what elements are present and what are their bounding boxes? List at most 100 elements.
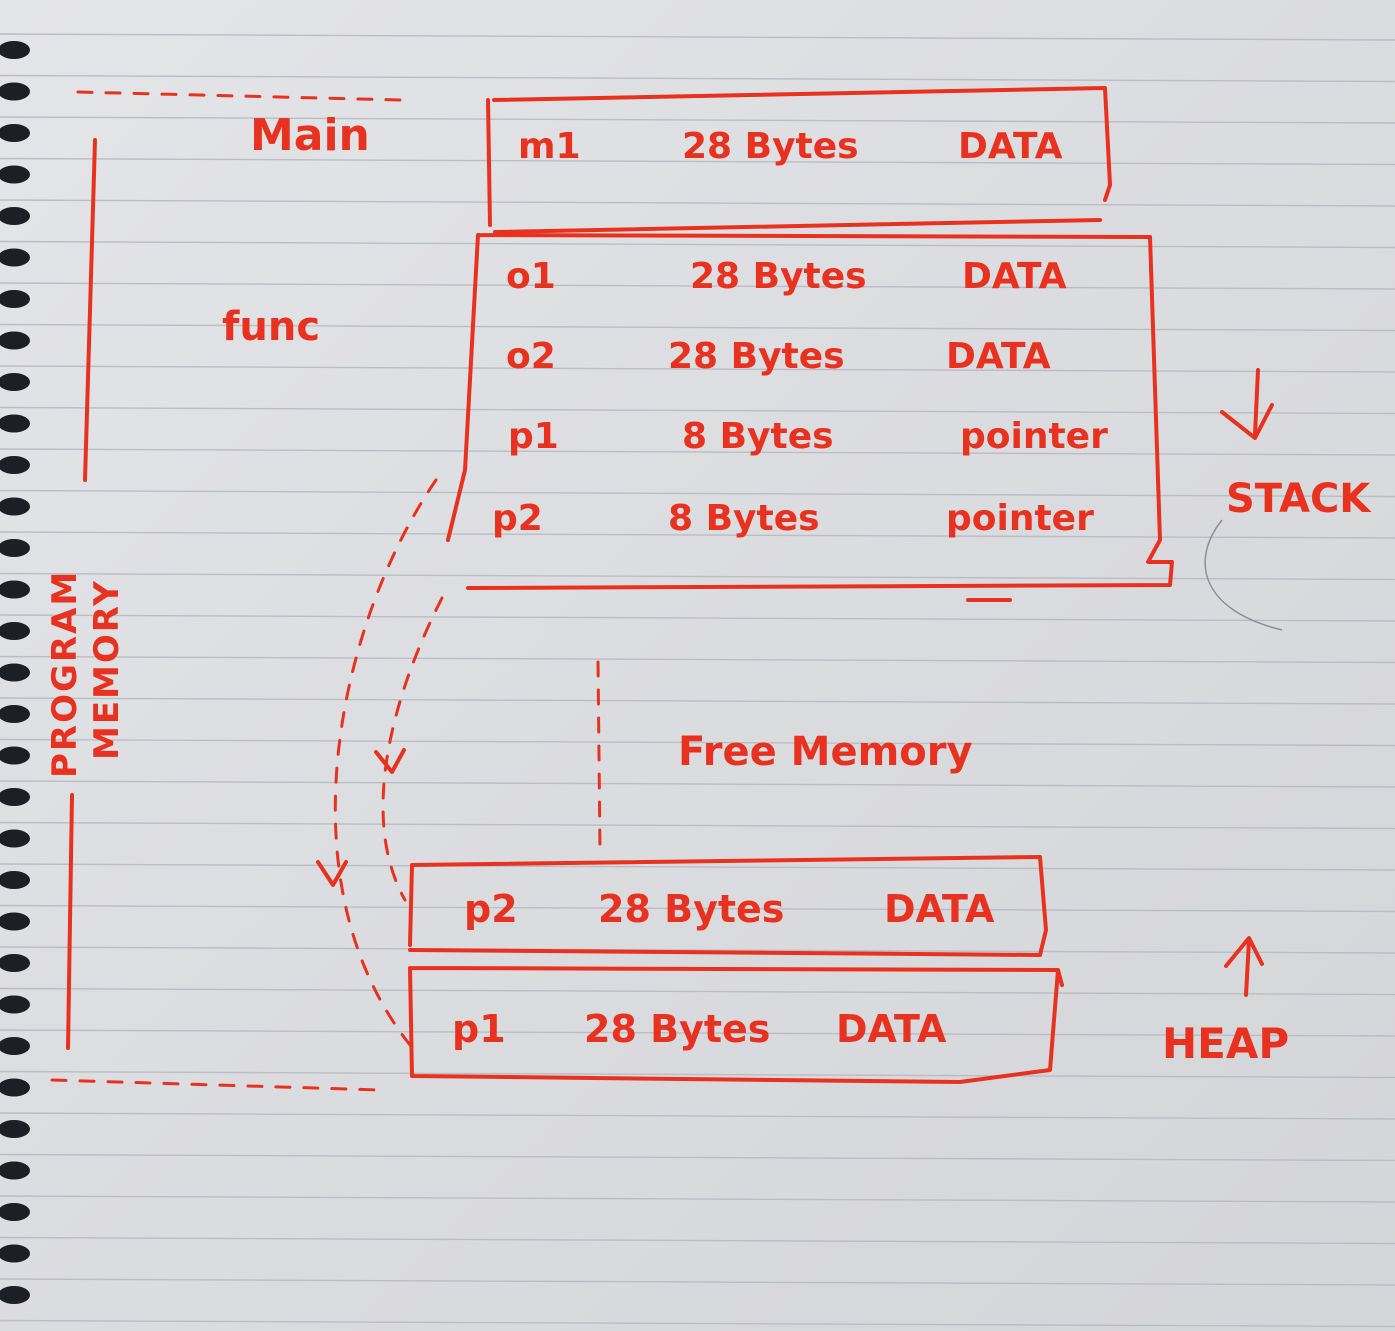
func-frame-row-size: 28 Bytes <box>668 336 845 377</box>
heap-block-row-size: 28 Bytes <box>584 1007 770 1051</box>
ruled-line <box>0 33 1395 41</box>
func-frame-row-name: p1 <box>508 416 559 457</box>
ruled-line <box>0 199 1395 207</box>
ruled-line <box>0 282 1395 290</box>
ruled-line <box>0 987 1395 996</box>
binding-ring <box>0 1161 30 1180</box>
stack-label: STACK <box>1226 476 1372 522</box>
ruled-line <box>0 946 1395 954</box>
heap-arrow-icon <box>1224 936 1264 997</box>
func-label: func <box>222 304 320 350</box>
ruled-line <box>0 323 1395 332</box>
ruled-line <box>0 1070 1395 1079</box>
binding-ring <box>0 82 30 101</box>
func-frame-row-name: o2 <box>506 336 556 377</box>
ruled-line <box>0 821 1395 830</box>
binding-ring <box>0 1037 30 1055</box>
main-frame-box <box>486 86 1112 234</box>
heap-block-row-name: p2 <box>464 887 518 931</box>
program-memory-bracket <box>50 90 402 1092</box>
binding-ring <box>0 1203 30 1221</box>
ruled-line <box>0 1112 1395 1120</box>
main-frame-row-type: DATA <box>958 126 1063 167</box>
func-frame-row-size: 8 Bytes <box>668 498 820 539</box>
ruled-line <box>0 74 1395 83</box>
binding-ring <box>0 1120 30 1138</box>
ruled-line <box>0 240 1395 249</box>
binding-ring <box>0 622 30 640</box>
binding-ring <box>0 829 30 848</box>
binding-ring <box>0 331 30 350</box>
binding-ring <box>0 663 30 682</box>
binding-ring <box>0 539 30 557</box>
func-frame-row-name: o1 <box>506 256 556 297</box>
heap-label: HEAP <box>1162 1019 1289 1068</box>
binding-ring <box>0 248 30 267</box>
ruled-line <box>0 406 1395 415</box>
heap-block-row-size: 28 Bytes <box>598 887 784 931</box>
ruled-line <box>0 489 1395 498</box>
binding-ring <box>0 290 30 308</box>
free-memory-label: Free Memory <box>678 729 973 775</box>
binding-ring <box>0 954 30 972</box>
main-frame-row-size: 28 Bytes <box>682 126 859 167</box>
binding-ring <box>0 373 30 391</box>
ruled-line <box>0 448 1395 456</box>
binding-ring <box>0 124 30 142</box>
free-memory-divider <box>596 660 602 852</box>
func-frame-row-type: pointer <box>946 498 1094 539</box>
func-frame-row-size: 28 Bytes <box>690 256 867 297</box>
pointer-arrow-p1 <box>316 478 438 1047</box>
binding-ring <box>0 1286 30 1304</box>
binding-ring <box>0 456 30 474</box>
func-frame-row-type: pointer <box>960 416 1108 457</box>
ruled-line <box>0 1278 1395 1286</box>
heap-block-row-type: DATA <box>836 1007 947 1051</box>
binding-ring <box>0 414 30 433</box>
binding-ring <box>0 580 30 599</box>
heap-block-p1-box <box>408 966 1064 1084</box>
binding-ring <box>0 1078 30 1097</box>
binding-ring <box>0 912 30 931</box>
stack-arrow-icon <box>1220 368 1274 440</box>
heap-block-row-name: p1 <box>452 1007 506 1051</box>
binding-ring <box>0 497 30 516</box>
func-frame-row-size: 8 Bytes <box>682 416 834 457</box>
ruled-line <box>0 863 1395 871</box>
ruled-line <box>0 904 1395 913</box>
ruled-lines <box>0 33 1395 1328</box>
pencil-curve <box>1204 519 1283 631</box>
ruled-line <box>0 1195 1395 1203</box>
ruled-line <box>0 1153 1395 1162</box>
heap-block-row-type: DATA <box>884 887 995 931</box>
binding-ring <box>0 871 30 889</box>
binding-ring <box>0 1244 30 1263</box>
ruled-line <box>0 1236 1395 1245</box>
program-memory-label: PROGRAM MEMORY <box>45 570 127 778</box>
program-memory-label-line1: PROGRAM <box>45 570 85 778</box>
func-frame-box <box>446 233 1174 602</box>
ruled-line <box>0 780 1395 788</box>
ruled-line <box>0 614 1395 622</box>
binding-ring <box>0 41 30 59</box>
binding-ring <box>0 746 30 765</box>
ruled-line <box>0 157 1395 166</box>
binding-ring <box>0 705 30 723</box>
ruled-line <box>0 655 1395 664</box>
func-frame-row-name: p2 <box>492 498 543 539</box>
binding-ring <box>0 207 30 225</box>
main-frame-row-name: m1 <box>518 126 581 167</box>
spiral-binding <box>0 41 30 1304</box>
ruled-line <box>0 116 1395 124</box>
func-frame-row-type: DATA <box>946 336 1051 377</box>
ruled-line <box>0 365 1395 373</box>
main-label: Main <box>250 110 370 161</box>
binding-ring <box>0 995 30 1014</box>
binding-ring <box>0 788 30 806</box>
func-frame-row-type: DATA <box>962 256 1067 297</box>
ruled-line <box>0 1319 1395 1328</box>
ruled-line <box>0 1029 1395 1037</box>
